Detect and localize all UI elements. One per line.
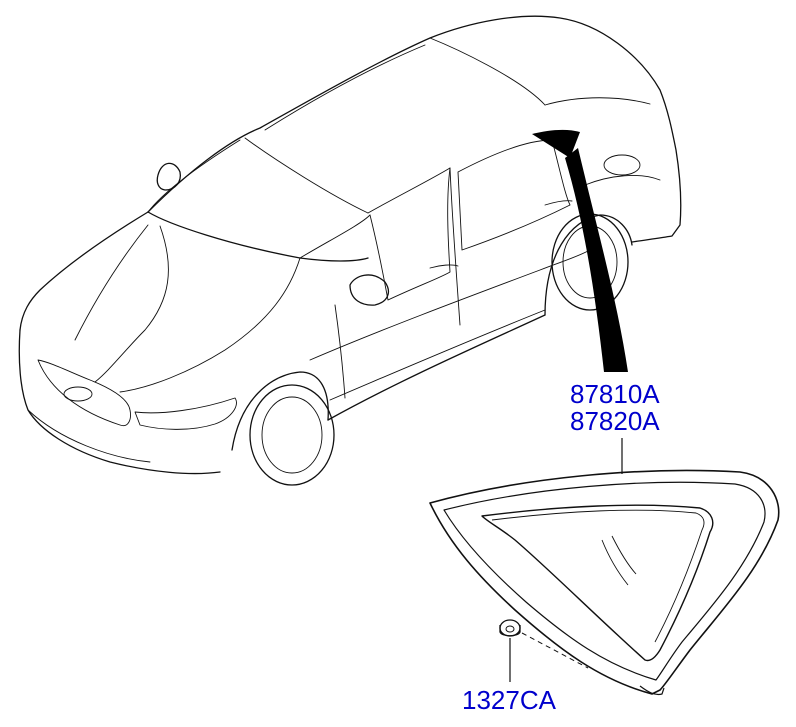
part-label-87810a[interactable]: 87810A xyxy=(570,379,660,409)
part-label-87820a[interactable]: 87820A xyxy=(570,406,660,436)
quarter-glass-icon[interactable] xyxy=(429,469,780,696)
clip-dashed-line xyxy=(521,632,589,669)
car-outline-icon xyxy=(18,15,682,486)
part-label-1327ca[interactable]: 1327CA xyxy=(462,685,556,715)
clip-icon[interactable] xyxy=(499,619,521,637)
location-arrow-icon xyxy=(565,148,628,372)
highlighted-glass-icon[interactable] xyxy=(532,129,580,158)
